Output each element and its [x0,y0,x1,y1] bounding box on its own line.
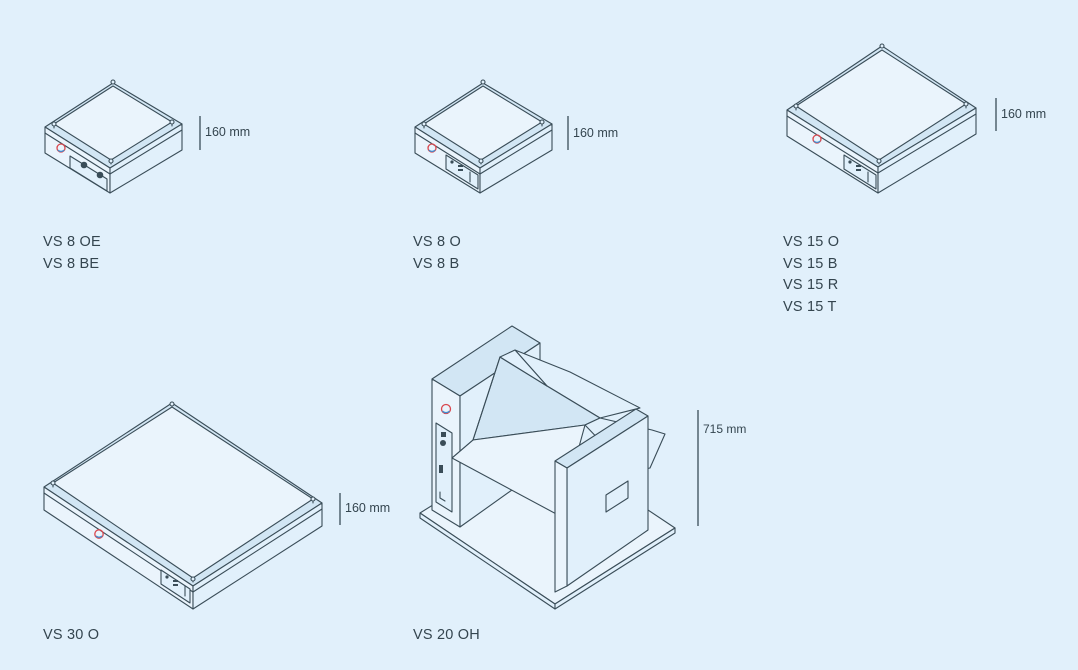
model-list-vs15: VS 15 O VS 15 B VS 15 R VS 15 T [783,232,839,318]
model-name: VS 20 OH [413,627,480,643]
model-list-vs20: VS 20 OH [413,625,480,647]
model-name: VS 8 O [413,234,461,250]
height-label-vs20: 715 mm [703,422,747,436]
model-list-vs8-o: VS 8 O VS 8 B [413,232,461,275]
vacuum-oven-vs8-o-icon [414,79,553,194]
model-name: VS 8 OE [43,234,101,250]
vacuum-oven-vs8-oe-icon [44,79,183,194]
model-name: VS 8 BE [43,255,100,272]
model-name: VS 30 O [43,627,100,643]
model-name: VS 8 B [413,255,460,272]
height-label-vs8-oe: 160 mm [205,125,251,139]
model-name: VS 15 R [783,277,839,293]
model-list-vs30: VS 30 O [43,625,99,647]
model-name: VS 15 O [783,234,840,250]
height-label-vs8-o: 160 mm [573,126,619,140]
height-label-vs15: 160 mm [1001,107,1047,121]
vacuum-oven-vs15-icon [786,43,977,194]
height-label-vs30: 160 mm [345,501,391,515]
model-name: VS 15 B [783,255,838,272]
model-list-vs8-oe: VS 8 OE VS 8 BE [43,232,101,275]
tilting-vacuum-oven-vs20-icon [419,325,676,610]
vacuum-oven-vs30-icon [43,401,323,610]
model-name: VS 15 T [783,298,837,315]
